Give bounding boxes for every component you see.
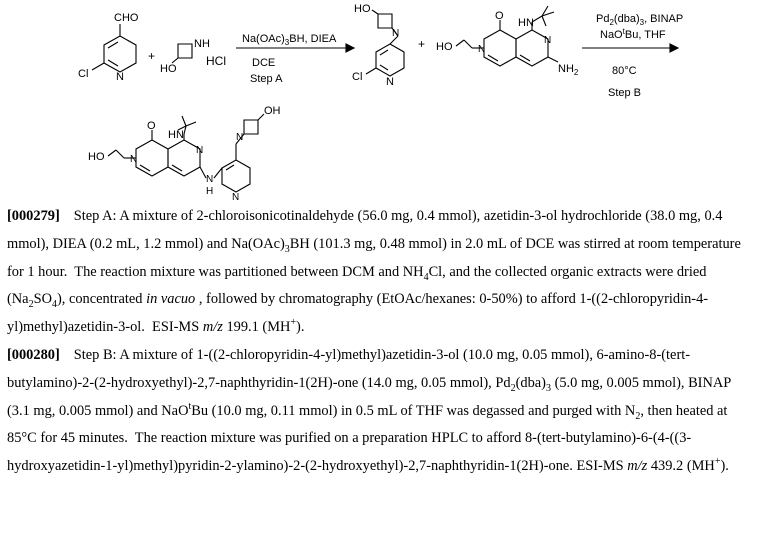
- product-structure: HO N O HN N N H N N OH: [88, 105, 281, 200]
- prod-nh-h: H: [206, 186, 213, 197]
- paragraph-number: [000279]: [7, 208, 60, 224]
- intermediate-structure: HO N Cl N: [352, 3, 405, 88]
- paragraph-000280: [000280]Step B: A mixture of 1-((2-chlor…: [7, 346, 731, 475]
- prod-ho-label: HO: [88, 151, 105, 163]
- reagent-a: Na(OAc)3BH, DIEA: [242, 33, 337, 47]
- nh-label: NH: [194, 38, 210, 50]
- sm3-ho-label: HO: [436, 41, 453, 53]
- prod-n-azetidine: N: [236, 132, 243, 143]
- int-n-azetidine: N: [392, 28, 399, 39]
- naphthyridinone-structure: HO N O HN N NH2: [436, 5, 579, 77]
- step-a-label: Step A: [250, 73, 283, 85]
- int-n-pyridine: N: [386, 76, 394, 88]
- sm3-n-amide: N: [478, 44, 485, 55]
- sm3-o-label: O: [495, 10, 504, 22]
- int-cl-label: Cl: [352, 71, 362, 83]
- plus-sign: +: [148, 49, 155, 63]
- aldehyde-structure: CHO Cl N: [78, 12, 139, 83]
- prod-o-label: O: [147, 120, 156, 132]
- paragraph-number: [000280]: [7, 346, 60, 363]
- sm3-n-ring: N: [544, 35, 551, 46]
- catalyst-b: Pd2(dba)3, BINAP: [596, 13, 683, 27]
- azetidinol-structure: NH HO HCl: [160, 38, 226, 75]
- cl-label: Cl: [78, 68, 88, 80]
- plus-sign-2: +: [418, 37, 425, 51]
- n-label: N: [116, 71, 124, 83]
- sm3-hn-label: HN: [518, 17, 534, 29]
- prod-n-amide: N: [130, 154, 137, 165]
- base-b: NaOtBu, THF: [600, 27, 666, 41]
- arrow-step-a: Na(OAc)3BH, DIEA DCE Step A: [236, 33, 356, 85]
- int-ho-label: HO: [354, 3, 371, 15]
- procedure-text: [000279]Step A: A mixture of 2-chloroiso…: [7, 203, 755, 481]
- ho-label: HO: [160, 63, 177, 75]
- sm3-nh2-label: NH2: [558, 63, 579, 77]
- solvent-a: DCE: [252, 57, 275, 69]
- paragraph-000279: [000279]Step A: A mixture of 2-chloroiso…: [7, 208, 741, 336]
- temp-b: 80°C: [612, 65, 637, 77]
- prod-nh-n: N: [206, 174, 213, 185]
- arrow-step-b: Pd2(dba)3, BINAP NaOtBu, THF 80°C Step B: [582, 13, 683, 99]
- reaction-scheme: CHO Cl N + NH HO HCl Na(OAc)3BH, DIEA DC…: [0, 0, 760, 200]
- step-b-label: Step B: [608, 87, 641, 99]
- hcl-label: HCl: [206, 54, 226, 68]
- prod-n-pyridine: N: [232, 192, 239, 200]
- prod-n-ring: N: [196, 145, 203, 156]
- prod-hn-label: HN: [168, 129, 184, 141]
- cho-label: CHO: [114, 12, 139, 24]
- prod-oh-label: OH: [264, 105, 281, 117]
